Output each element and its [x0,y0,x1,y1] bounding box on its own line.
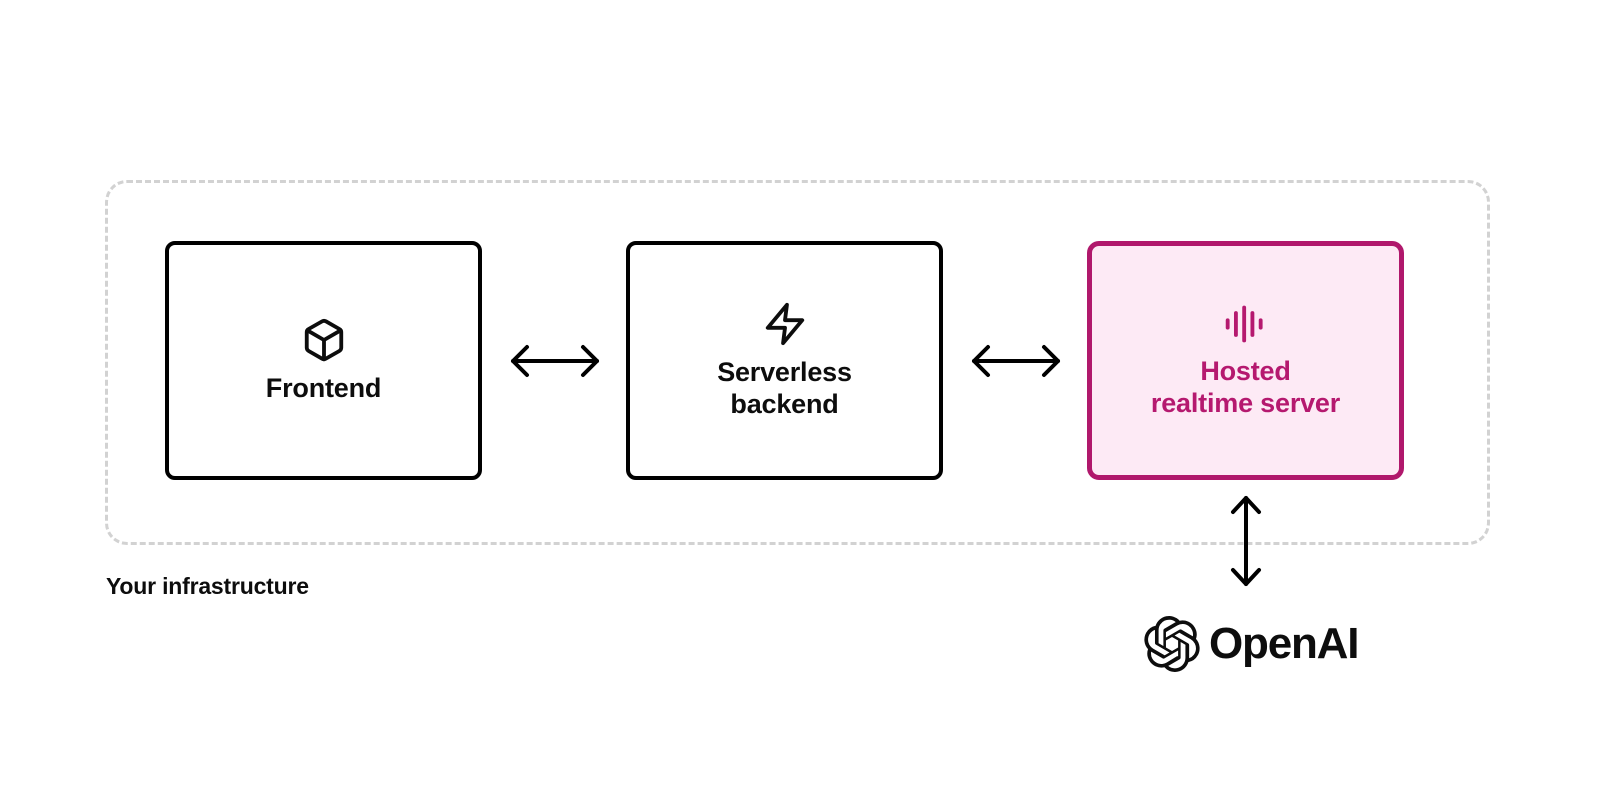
infrastructure-boundary-label: Your infrastructure [106,573,309,599]
node-serverless-backend-label: Serverless backend [717,356,852,419]
node-frontend-label: Frontend [265,372,382,403]
node-hosted-realtime-server[interactable]: Hosted realtime server [1087,241,1404,480]
openai-lockup: OpenAI [1144,616,1359,673]
openai-logo-icon [1144,616,1200,673]
zap-icon [762,301,808,347]
openai-wordmark: OpenAI [1209,619,1359,668]
connector-frontend-backend [503,338,607,384]
audio-lines-icon [1224,302,1268,346]
node-serverless-backend[interactable]: Serverless backend [626,241,943,480]
cube-icon [301,317,347,363]
connector-backend-realtime [964,338,1068,384]
node-frontend[interactable]: Frontend [165,241,482,480]
infrastructure-boundary [105,180,1490,545]
connector-realtime-openai [1228,488,1264,594]
node-hosted-realtime-server-label: Hosted realtime server [1150,355,1341,418]
